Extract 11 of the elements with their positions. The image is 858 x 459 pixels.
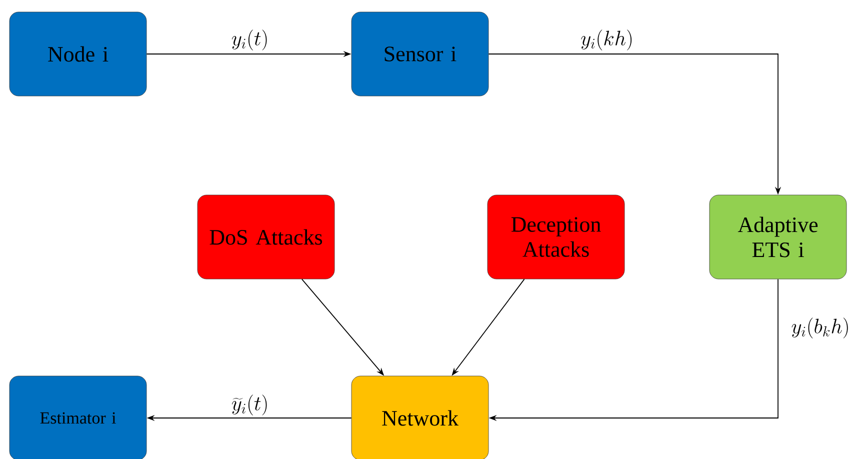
edge-label: $y_i(t)$ <box>232 30 267 50</box>
process-box: DoS Attacks <box>197 194 335 280</box>
process-box: Estimator i <box>9 376 147 459</box>
process-box: Network <box>351 376 489 459</box>
process-box: Sensor i <box>351 12 489 96</box>
edge-label: $\widetilde{y}_i(t)$ <box>232 394 267 416</box>
edge-label: $y_i(kh)$ <box>581 30 632 50</box>
process-box: Node i <box>9 12 147 96</box>
edge-label: $y_i(b_k h)$ <box>792 318 848 338</box>
process-box: Adaptive ETS i <box>709 194 847 280</box>
process-box: Deception Attacks <box>487 194 625 280</box>
